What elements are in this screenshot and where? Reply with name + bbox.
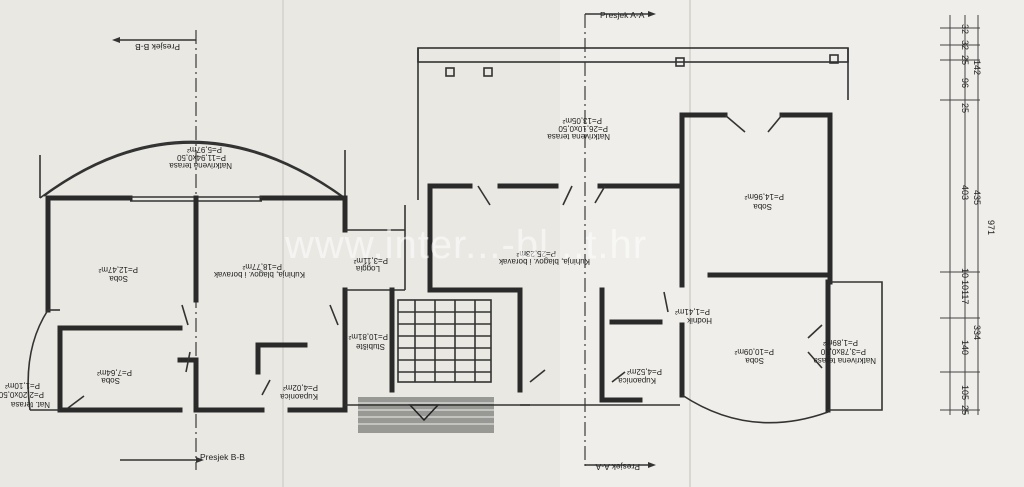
svg-text:P=5,97m²: P=5,97m² — [187, 145, 222, 154]
svg-text:P=26,10x0,50: P=26,10x0,50 — [558, 124, 608, 133]
dim-label: 403 — [960, 185, 970, 200]
svg-text:Soba: Soba — [745, 356, 764, 365]
room-label-nat-terasa-left: Nat. terasa P=2,20x0,50 P=1,10m² — [0, 381, 50, 409]
dim-label: 117 — [960, 290, 970, 304]
svg-text:P=7,64m²: P=7,64m² — [97, 368, 132, 377]
room-label-soba-4: Soba P=10,09m² — [734, 347, 774, 365]
svg-text:Loggia: Loggia — [355, 264, 380, 273]
svg-text:P=14,96m²: P=14,96m² — [744, 192, 784, 201]
svg-text:P=13,05m²: P=13,05m² — [562, 116, 602, 125]
svg-text:Kuhinja, blagov. i boravak: Kuhinja, blagov. i boravak — [213, 270, 305, 279]
room-label-hodnik: Hodnik P=1,41m² — [675, 307, 712, 325]
svg-text:P=11,94x0,50: P=11,94x0,50 — [176, 153, 226, 162]
room-label-soba-1: Soba P=12,47m² — [98, 265, 138, 283]
svg-text:P=1,10m²: P=1,10m² — [5, 381, 40, 390]
room-label-soba-2: Soba P=7,64m² — [97, 368, 132, 385]
svg-text:P=10,09m²: P=10,09m² — [734, 347, 774, 356]
svg-text:Soba: Soba — [753, 202, 772, 211]
svg-text:P=3,78x0,50: P=3,78x0,50 — [820, 347, 866, 356]
svg-text:P=1,89m²: P=1,89m² — [823, 338, 858, 347]
dim-label: 971 — [986, 220, 996, 235]
svg-text:P=2,20x0,50: P=2,20x0,50 — [0, 390, 44, 399]
section-label-aa-top: Presjek A-A — [600, 10, 645, 20]
dim-label: 32 — [960, 40, 970, 50]
svg-text:Natkrivena terasa: Natkrivena terasa — [813, 356, 876, 365]
dim-label: 10 — [960, 268, 970, 278]
svg-text:P=12,47m²: P=12,47m² — [98, 265, 138, 274]
room-label-stubiste: Stubište P=10,81m² — [348, 332, 388, 351]
dim-label: 25 — [960, 405, 970, 415]
svg-text:P=4,02m²: P=4,02m² — [283, 383, 318, 392]
svg-text:P=1,41m²: P=1,41m² — [675, 307, 710, 316]
room-label-soba-3: Soba P=14,96m² — [744, 192, 784, 211]
dim-label: 334 — [972, 325, 982, 340]
room-label-kuhinja-1: Kuhinja, blagov. i boravak P=18,77m² — [213, 262, 305, 279]
section-label-bb-top: Presjek B-B — [135, 42, 180, 52]
room-label-terasa-top-left: Natkrivena terasa P=11,94x0,50 P=5,97m² — [169, 145, 232, 170]
svg-text:P=10,81m²: P=10,81m² — [348, 332, 388, 341]
dim-label: 25 — [960, 55, 970, 65]
svg-text:P=25,23m²: P=25,23m² — [516, 249, 556, 258]
svg-text:Hodnik: Hodnik — [686, 316, 712, 325]
svg-text:Soba: Soba — [109, 274, 128, 283]
dim-label: 142 — [972, 60, 982, 75]
dim-label: 105 — [960, 385, 970, 400]
svg-text:Soba: Soba — [101, 376, 120, 385]
dim-label: 435 — [972, 190, 982, 205]
dim-label: 25 — [960, 103, 970, 113]
room-label-kupaonica-1: Kupaonica P=4,02m² — [280, 383, 318, 401]
dim-label: 96 — [960, 78, 970, 88]
svg-text:P=4,52m²: P=4,52m² — [627, 367, 662, 376]
dimension-labels: 32 32 25 142 96 25 435 403 971 10 10 117… — [960, 24, 996, 415]
right-apartment-walls — [417, 47, 883, 424]
room-label-loggia: Loggia P=3,11m² — [353, 256, 388, 273]
dim-label: 140 — [960, 340, 970, 355]
staircase — [345, 287, 530, 433]
room-label-terasa-right: Natkrivena terasa P=3,78x0,50 P=1,89m² — [813, 338, 876, 365]
svg-text:Kupaonica: Kupaonica — [280, 392, 318, 401]
paper-right-panel — [560, 0, 1024, 487]
room-label-terasa-top-right: Natkrivena terasa P=26,10x0,50 P=13,05m² — [547, 116, 610, 141]
room-label-kuhinja-2: Kuhinja, blagov. i boravak P=25,23m² — [498, 249, 590, 266]
svg-text:Stubište: Stubište — [356, 342, 385, 351]
svg-text:Natkrivena terasa: Natkrivena terasa — [169, 161, 232, 170]
section-label-bb-bottom: Presjek B-B — [200, 452, 245, 462]
section-line-aa — [584, 11, 656, 470]
left-apartment-walls — [27, 140, 406, 413]
svg-text:Nat. terasa: Nat. terasa — [10, 400, 50, 409]
watermark: www.inter...-bl...t.hr — [284, 223, 647, 267]
dim-label: 32 — [960, 24, 970, 34]
svg-text:Natkrivena terasa: Natkrivena terasa — [547, 132, 610, 141]
room-label-kupaonica-2: Kupaonica P=4,52m² — [618, 367, 662, 385]
svg-text:P=18,77m²: P=18,77m² — [242, 262, 282, 271]
svg-text:P=3,11m²: P=3,11m² — [353, 256, 388, 265]
section-label-aa-bottom: Presjek A-A — [595, 462, 640, 472]
dimension-chain — [940, 15, 980, 415]
svg-text:Kupaonica: Kupaonica — [618, 376, 656, 385]
dim-label: 10 — [960, 280, 970, 290]
svg-text:Kuhinja, blagov. i boravak: Kuhinja, blagov. i boravak — [498, 257, 590, 266]
